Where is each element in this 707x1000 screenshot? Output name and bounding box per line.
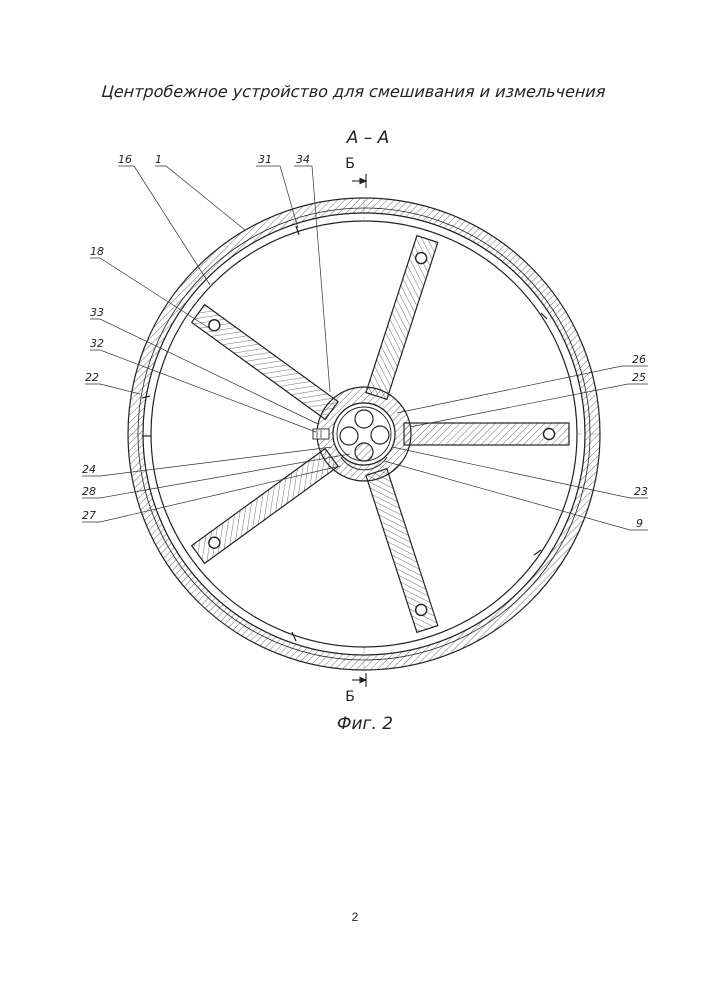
figure-caption: Фиг. 2 — [320, 714, 410, 734]
callout-22: 22 — [85, 371, 99, 384]
callout-32: 32 — [90, 337, 104, 350]
callout-24: 24 — [82, 463, 96, 476]
callout-16: 16 — [118, 153, 132, 166]
callout-34: 34 — [296, 153, 310, 166]
section-title: А – А — [338, 128, 398, 148]
page-number: 2 — [340, 910, 370, 924]
cut-mark-bottom-letter: Б — [342, 689, 358, 705]
callout-9: 9 — [636, 517, 643, 530]
callout-33: 33 — [90, 306, 104, 319]
callout-23: 23 — [634, 485, 648, 498]
callout-28: 28 — [82, 485, 96, 498]
rotor-arm-right — [404, 423, 569, 445]
callout-31: 31 — [258, 153, 272, 166]
cut-mark-top-letter: Б — [342, 156, 358, 172]
callout-1: 1 — [155, 153, 162, 166]
callout-27: 27 — [82, 509, 96, 522]
callout-18: 18 — [90, 245, 104, 258]
callout-25: 25 — [632, 371, 646, 384]
callout-26: 26 — [632, 353, 646, 366]
document-title: Центробежное устройство для смешивания и… — [0, 82, 707, 101]
